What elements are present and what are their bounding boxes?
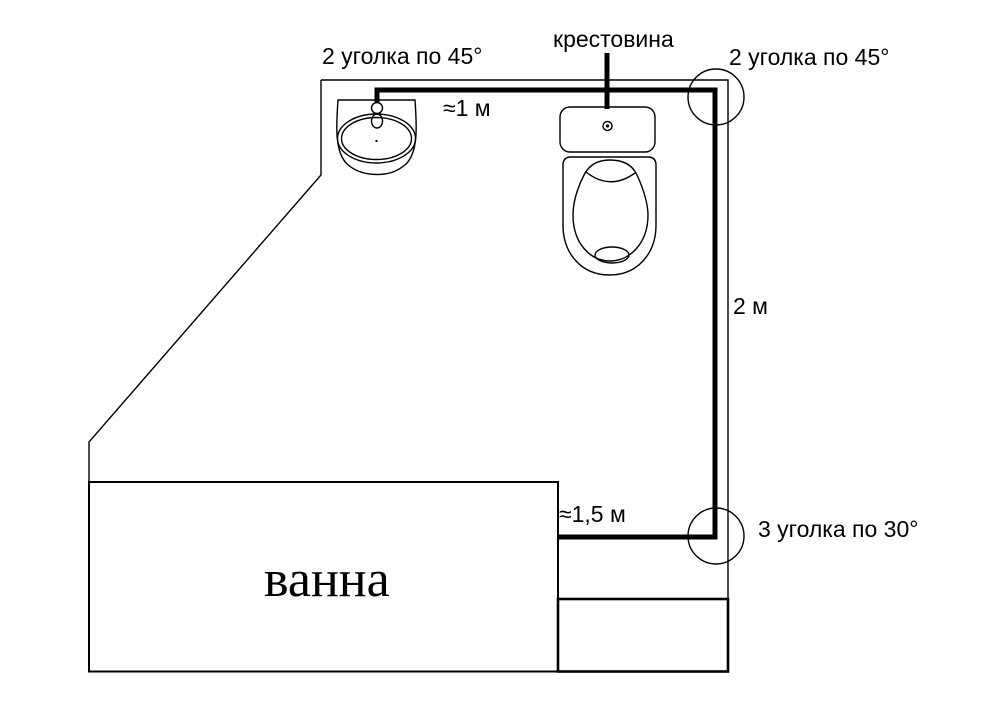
- wall-top-right: [321, 79, 729, 672]
- corner-marker-bottom-right: [687, 507, 745, 565]
- label-corner-bottom-right: 3 уголка по 30°: [758, 516, 918, 542]
- sink-basin-outer: [336, 113, 417, 164]
- label-corner-top-left: 2 уголка по 45°: [322, 43, 482, 69]
- toilet-figure: [559, 106, 657, 276]
- toilet-rim-line: [585, 171, 636, 183]
- toilet-tank: [559, 106, 656, 153]
- label-bathtub: ванна: [264, 551, 390, 608]
- side-unit-outline: [556, 597, 730, 673]
- label-run-2m: 2 м: [733, 293, 768, 319]
- toilet-flush-button-dot: [605, 124, 610, 128]
- sink-basin-inner: [340, 116, 413, 161]
- sink-figure: [336, 99, 417, 176]
- drain-pipe-main: [374, 87, 718, 540]
- toilet-drain: [594, 246, 630, 264]
- label-cross-fitting: крестовина: [553, 26, 674, 52]
- pipework: [374, 53, 718, 540]
- label-run-1m: ≈1 м: [443, 95, 491, 121]
- toilet-bowl-outline: [562, 156, 657, 276]
- toilet-bowl-inner: [572, 159, 649, 262]
- bathtub-outline: [88, 481, 559, 673]
- corner-marker-top-right: [687, 68, 745, 126]
- sink-faucet-icon: [370, 101, 384, 115]
- sink-drain-dot: [375, 140, 378, 142]
- sink-faucet-handle: [370, 113, 384, 129]
- label-corner-top-right: 2 уголка по 45°: [729, 44, 889, 70]
- label-run-1-5m: ≈1,5 м: [559, 501, 626, 527]
- toilet-flush-button-icon: [602, 120, 613, 132]
